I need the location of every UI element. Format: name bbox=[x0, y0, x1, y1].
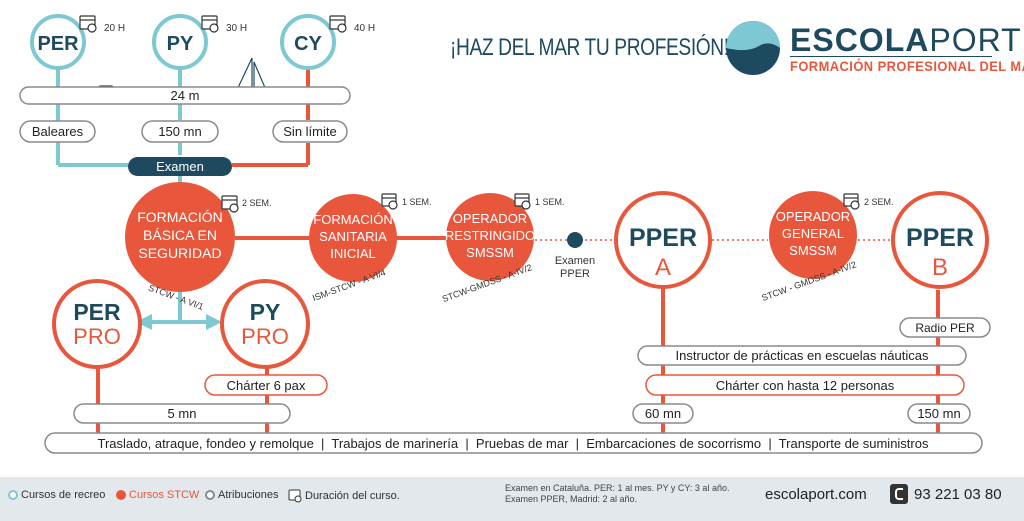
per-hours: 20 H bbox=[104, 23, 125, 34]
legend-stcw: Cursos STCW bbox=[116, 489, 199, 501]
slogan: ¡HAZ DEL MAR TU PROFESIÓN! bbox=[450, 34, 729, 61]
svg-text:Chárter con hasta 12 personas: Chárter con hasta 12 personas bbox=[716, 378, 895, 393]
svg-text:Baleares: Baleares bbox=[32, 124, 84, 139]
logo-icon bbox=[726, 21, 780, 75]
title-per-pro: PER PRO bbox=[52, 279, 142, 369]
svg-text:INICIAL: INICIAL bbox=[330, 246, 376, 261]
course-ogs: OPERADOR GENERAL SMSSM bbox=[769, 191, 857, 279]
attr-60mn bbox=[632, 403, 694, 424]
svg-text:FORMACIÓN: FORMACIÓN bbox=[313, 212, 392, 227]
attr-radio-per bbox=[899, 317, 991, 338]
attr-instructor bbox=[637, 345, 967, 366]
title-pper-a: PPER A bbox=[614, 191, 712, 289]
calendar-clock-icon bbox=[79, 15, 97, 33]
zone-sin-limite bbox=[272, 120, 348, 143]
career-diagram: PER PY CY 20 H 30 H 40 H 24 m Baleares 1… bbox=[19, 14, 991, 454]
calendar-clock-icon bbox=[221, 195, 239, 213]
svg-text:PER: PER bbox=[73, 299, 121, 325]
legend-atribuciones: Atribuciones bbox=[205, 489, 279, 501]
course-py-label: PY bbox=[167, 33, 194, 55]
zone-baleares bbox=[19, 120, 96, 143]
svg-text:SANITARIA: SANITARIA bbox=[319, 229, 387, 244]
length-bar-label: 24 m bbox=[171, 88, 200, 103]
legend-duracion: Duración del curso. bbox=[288, 489, 400, 503]
exam-pper-dot bbox=[567, 232, 583, 248]
attr-charter6 bbox=[204, 374, 328, 396]
title-pper-b: PPER B bbox=[891, 191, 989, 289]
svg-text:GENERAL: GENERAL bbox=[782, 226, 844, 241]
svg-text:PRO: PRO bbox=[241, 324, 289, 349]
course-py: PY bbox=[152, 14, 208, 70]
svg-text:150 mn: 150 mn bbox=[158, 124, 201, 139]
svg-text:PRO: PRO bbox=[73, 324, 121, 349]
legend-recreo: Cursos de recreo bbox=[8, 489, 105, 501]
svg-text:OPERADOR: OPERADOR bbox=[776, 209, 850, 224]
course-per: PER bbox=[30, 14, 86, 70]
svg-text:OPERADOR: OPERADOR bbox=[453, 211, 527, 226]
course-cy-label: CY bbox=[294, 33, 322, 55]
brand-tagline: FORMACIÓN PROFESIONAL DEL MAR bbox=[790, 58, 1024, 74]
exam-note: Examen en Cataluña. PER: 1 al mes. PY y … bbox=[505, 483, 730, 504]
activities-bar bbox=[44, 432, 983, 454]
py-hours: 30 H bbox=[226, 23, 247, 34]
svg-text:B: B bbox=[932, 254, 948, 281]
svg-text:PY: PY bbox=[250, 299, 281, 325]
course-fbs: FORMACIÓN BÁSICA EN SEGURIDAD bbox=[125, 182, 235, 292]
svg-text:Radio PER: Radio PER bbox=[915, 321, 975, 335]
svg-text:Sin límite: Sin límite bbox=[283, 124, 336, 139]
activities-text: Traslado, atraque, fondeo y remolque | T… bbox=[98, 436, 929, 451]
brand-name: ESCOLAPORT bbox=[790, 22, 1022, 58]
fsi-duration: 1 SEM. bbox=[402, 197, 432, 207]
svg-text:A: A bbox=[655, 254, 671, 281]
calendar-clock-icon bbox=[201, 15, 219, 33]
phone-number[interactable]: 93 221 03 80 bbox=[914, 486, 1002, 503]
svg-text:Examen: Examen bbox=[555, 255, 595, 267]
length-bar bbox=[19, 86, 351, 105]
svg-text:60 mn: 60 mn bbox=[645, 406, 681, 421]
svg-text:PPER: PPER bbox=[906, 224, 974, 252]
footer bbox=[0, 477, 1024, 521]
course-cy: CY bbox=[280, 14, 336, 70]
svg-text:Instructor de prácticas en esc: Instructor de prácticas en escuelas náut… bbox=[676, 348, 929, 363]
svg-text:5 mn: 5 mn bbox=[168, 406, 197, 421]
attr-charter12 bbox=[645, 374, 965, 396]
ors-duration: 1 SEM. bbox=[535, 197, 565, 207]
course-ors: OPERADOR RESTRINGIDO SMSSM bbox=[445, 193, 535, 281]
website-link[interactable]: escolaport.com bbox=[765, 486, 867, 503]
svg-text:SEGURIDAD: SEGURIDAD bbox=[138, 245, 221, 261]
course-per-label: PER bbox=[37, 33, 79, 55]
svg-text:150 mn: 150 mn bbox=[917, 406, 960, 421]
attr-150mn bbox=[907, 403, 971, 424]
svg-text:SMSSM: SMSSM bbox=[466, 245, 514, 260]
svg-text:PPER: PPER bbox=[560, 268, 590, 280]
svg-text:FORMACIÓN: FORMACIÓN bbox=[137, 209, 223, 225]
svg-text:RESTRINGIDO: RESTRINGIDO bbox=[445, 228, 535, 243]
brand-divider bbox=[790, 56, 992, 57]
cy-hours: 40 H bbox=[354, 23, 375, 34]
svg-text:PPER: PPER bbox=[629, 224, 697, 252]
calendar-clock-icon bbox=[514, 193, 531, 210]
calendar-clock-icon bbox=[329, 15, 347, 33]
svg-text:BÁSICA EN: BÁSICA EN bbox=[143, 227, 217, 243]
calendar-clock-icon bbox=[381, 193, 398, 210]
phone-icon bbox=[890, 484, 908, 504]
exam-pill bbox=[128, 157, 232, 176]
ogs-duration: 2 SEM. bbox=[864, 197, 894, 207]
zone-150mn bbox=[141, 120, 219, 143]
svg-text:SMSSM: SMSSM bbox=[789, 243, 837, 258]
exam-label: Examen bbox=[156, 159, 204, 174]
calendar-clock-icon bbox=[288, 489, 302, 503]
calendar-clock-icon bbox=[843, 193, 860, 210]
course-fsi: FORMACIÓN SANITARIA INICIAL bbox=[309, 194, 397, 282]
fbs-duration: 2 SEM. bbox=[242, 198, 272, 208]
svg-text:Chárter 6 pax: Chárter 6 pax bbox=[227, 378, 306, 393]
title-py-pro: PY PRO bbox=[220, 279, 310, 369]
attr-5mn bbox=[73, 403, 291, 424]
